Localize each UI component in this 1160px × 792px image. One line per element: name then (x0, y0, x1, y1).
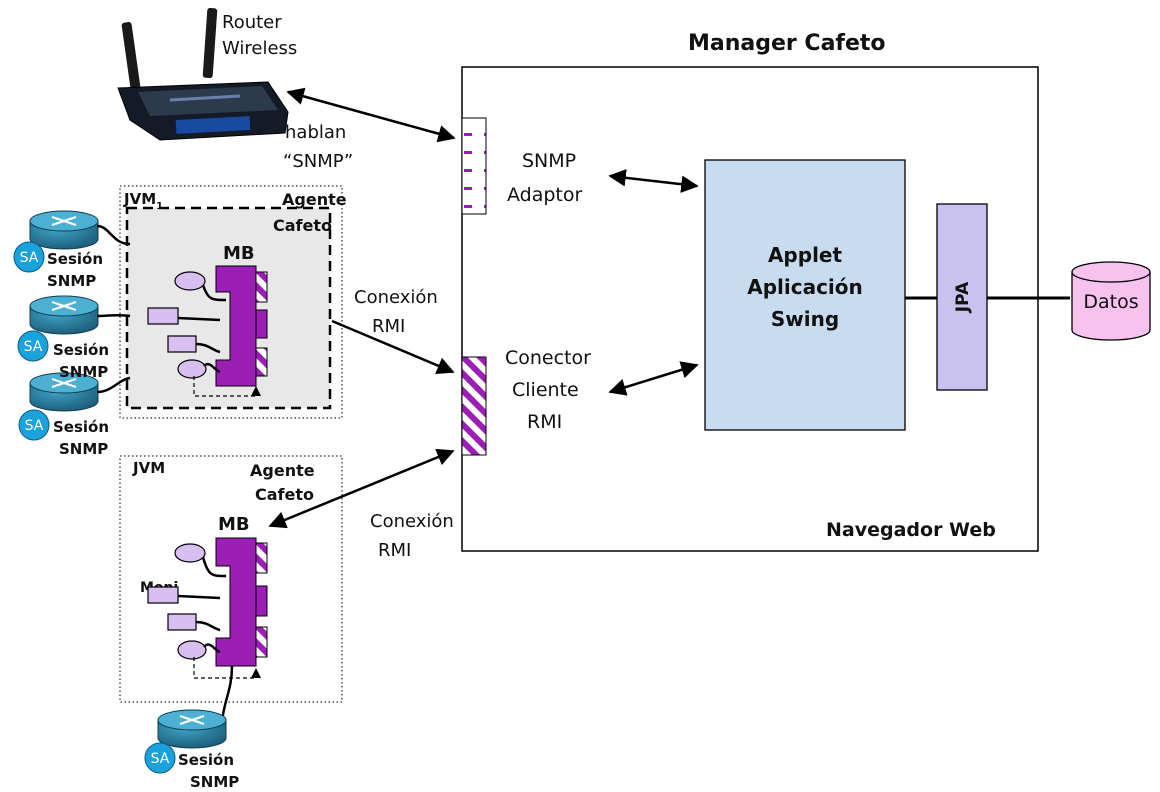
agent1-mb-label: MB (223, 243, 255, 264)
rmi1-label-line1: Conexión (354, 287, 438, 308)
snmp-adaptor-line2: Adaptor (507, 184, 583, 206)
agent2-mb-port-1 (255, 542, 268, 574)
agent2-wire-1 (201, 556, 227, 578)
jpa-label: JPA (953, 281, 973, 313)
snmp-adaptor-line1: SNMP (522, 150, 576, 172)
agent1-mb-port-1 (255, 271, 268, 303)
rmi-connector-line2: Cliente (512, 379, 579, 401)
agent2-mbean-ellipse-2 (177, 640, 207, 660)
applet-box (704, 159, 906, 431)
agent1-mbean-server (215, 265, 257, 387)
agent1-mbean-rect-2 (167, 335, 197, 353)
router-adaptor-arrow (286, 87, 456, 143)
agent2-label-line1: Agente (250, 461, 315, 480)
datos-database-icon (1071, 261, 1151, 341)
agent1-session-wire-1 (96, 224, 131, 246)
agent1-notify-arrow (251, 386, 261, 396)
agent1-sa-badge-3 (18, 409, 50, 441)
agent2-mb-label: MB (218, 514, 250, 535)
rmi-connector-port (461, 356, 487, 456)
datos-label: Datos (1083, 291, 1138, 313)
agent1-mb-port-3 (255, 347, 268, 377)
rmi2-arrow (268, 448, 455, 529)
agent1-wire-2 (177, 316, 221, 322)
agent1-label-line1: Agente (282, 190, 347, 209)
applet-line3: Swing (771, 307, 839, 331)
agent1-session-router-icon-3 (29, 372, 99, 412)
agent1-session-3-line2: SNMP (59, 440, 108, 458)
manager-title: Manager Cafeto (688, 31, 886, 56)
jvm2-label: JVM (132, 459, 165, 477)
agent2-session-wire (220, 665, 234, 723)
applet-line1: Applet (768, 243, 843, 267)
agent2-wire-3 (195, 620, 221, 632)
agent1-sa-badge-2-text: SA (24, 339, 43, 355)
jvm1-label: JVM1 (123, 190, 163, 212)
agent1-sa-badge-3-text: SA (25, 418, 44, 434)
rmi1-arrow (331, 319, 455, 374)
snmp-adaptor-port (461, 117, 487, 215)
agent1-sa-badge-2 (17, 330, 49, 362)
rmi2-label-line2: RMI (378, 540, 411, 561)
agent2-mb-port-2 (255, 585, 268, 617)
agent1-wire-1 (201, 284, 227, 302)
rmi1-label-line2: RMI (372, 316, 405, 337)
rmi2-label-line1: Conexión (370, 511, 454, 532)
jvm2-box (119, 455, 343, 703)
adaptor-applet-arrow (608, 169, 699, 193)
agent1-session-wire-3 (96, 376, 131, 394)
jvm1-box (119, 185, 343, 419)
agent2-mbean-ellipse-1 (174, 543, 206, 563)
agent1-session-1-line2: SNMP (47, 272, 96, 290)
agent1-wire-3 (195, 342, 221, 354)
agent1-session-1-line1: Sesión (47, 250, 103, 268)
agent2-mbean-server (215, 537, 257, 667)
agent2-mbean-rect-2 (167, 613, 197, 631)
connector-applet-arrow (608, 361, 699, 396)
agent1-session-router-icon-1 (29, 210, 99, 250)
router-label-line2: Wireless (222, 38, 297, 59)
agent1-session-2-line2: SNMP (59, 363, 108, 381)
agent1-wire-4 (203, 362, 221, 374)
agent2-mbean-rect-1 (147, 586, 179, 604)
agent2-wire-2 (177, 594, 221, 600)
agent2-notify-arrow (251, 668, 261, 678)
agent1-session-2-line1: Sesión (53, 341, 109, 359)
applet-line2: Aplicación (747, 275, 863, 299)
agent1-mb-port-2 (255, 309, 268, 339)
agent1-mbean-ellipse-2 (177, 359, 207, 379)
agent2-session-router-icon (157, 709, 227, 749)
agent1-session-router-icon-2 (29, 295, 99, 335)
agent2-sa-badge (144, 742, 176, 774)
agent1-mbean-ellipse-1 (174, 271, 206, 291)
agent2-mb-port-3 (255, 626, 268, 658)
agent2-session-line2: SNMP (190, 773, 239, 791)
agent2-wire-4 (203, 643, 221, 654)
router-label-line1: Router (222, 12, 282, 33)
agent1-session-wire-2 (96, 313, 131, 318)
agent1-session-3-line1: Sesión (53, 418, 109, 436)
router-speak-line2: “SNMP” (283, 151, 353, 172)
rmi-connector-line3: RMI (527, 411, 562, 433)
wireless-router-icon (117, 7, 289, 141)
agent1-label-line2: Cafeto (273, 216, 332, 235)
agent2-notify-line (193, 657, 256, 679)
agent2-label-line2: Cafeto (255, 485, 314, 504)
rmi-connector-line1: Conector (505, 347, 591, 369)
agent1-sa-badge-1 (13, 241, 45, 273)
browser-label: Navegador Web (826, 519, 996, 541)
router-speak-line1: hablan (285, 122, 346, 143)
jpa-box (936, 203, 988, 391)
agent1-mbean-rect-1 (147, 307, 179, 325)
agent2-sa-badge-text: SA (151, 751, 170, 767)
agent2-session-line1: Sesión (178, 751, 234, 769)
agent1-sa-badge-1-text: SA (20, 250, 39, 266)
